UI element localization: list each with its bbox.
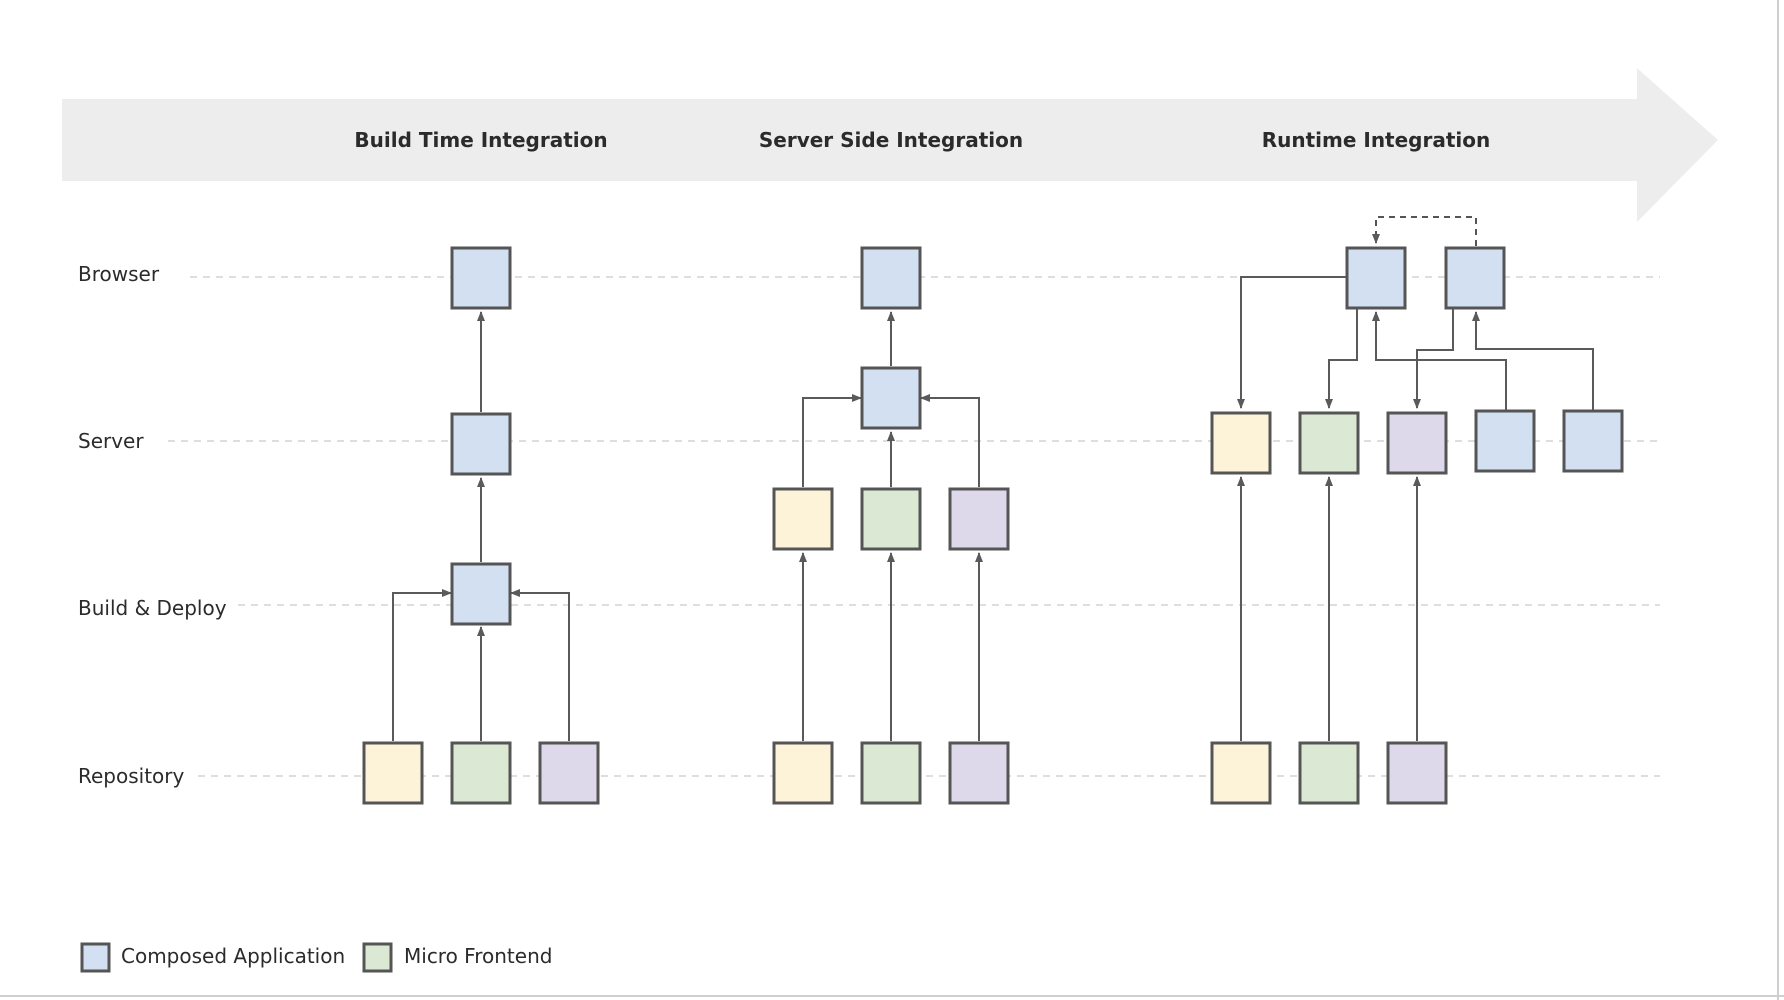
micro-frontend-box [1386, 411, 1448, 475]
composed-app-box [450, 562, 512, 626]
connector [920, 394, 980, 487]
row-label-build-deploy: Build & Deploy [78, 596, 227, 620]
connector [1237, 276, 1347, 409]
server-side-column [772, 246, 1010, 805]
composed-app-box [860, 246, 922, 310]
row-label-server: Server [78, 429, 144, 453]
legend-swatch-composed [80, 942, 111, 973]
runtime-column [1210, 216, 1624, 805]
connector [802, 394, 862, 487]
connector [1413, 308, 1454, 409]
micro-frontend-box [1210, 741, 1272, 805]
micro-frontend-box [362, 741, 424, 805]
micro-frontend-box [1298, 741, 1360, 805]
micro-frontend-box [860, 487, 922, 551]
micro-frontend-box [948, 741, 1010, 805]
micro-frontend-box [1386, 741, 1448, 805]
row-label-repository: Repository [78, 764, 185, 788]
composed-app-box [450, 412, 512, 476]
stage-title-build-time: Build Time Integration [354, 128, 607, 152]
composed-app-box [1562, 409, 1624, 473]
legend-label-composed: Composed Application [121, 944, 345, 968]
connector [1372, 311, 1507, 410]
micro-frontend-box [538, 741, 600, 805]
connector [1325, 308, 1358, 409]
micro-frontend-box [772, 741, 834, 805]
composed-app-box [1474, 409, 1536, 473]
micro-frontend-box [860, 741, 922, 805]
stage-title-server-side: Server Side Integration [759, 128, 1023, 152]
connector [392, 589, 452, 741]
composed-app-box [1444, 246, 1506, 310]
evolution-arrow [62, 68, 1718, 222]
micro-frontend-box [948, 487, 1010, 551]
dashed-connector [1372, 216, 1477, 246]
legend-swatch-micro-frontend [362, 942, 393, 973]
micro-frontend-box [1210, 411, 1272, 475]
connector [510, 589, 570, 741]
composed-app-box [450, 246, 512, 310]
composed-app-box [1345, 246, 1407, 310]
stage-title-runtime: Runtime Integration [1262, 128, 1491, 152]
legend-label-micro-frontend: Micro Frontend [404, 944, 552, 968]
legend: Composed Application Micro Frontend [80, 942, 552, 973]
build-time-column [362, 246, 600, 805]
micro-frontend-box [772, 487, 834, 551]
row-label-browser: Browser [78, 262, 160, 286]
micro-frontend-box [1298, 411, 1360, 475]
composed-app-box [860, 366, 922, 430]
connector [1472, 311, 1594, 410]
micro-frontend-box [450, 741, 512, 805]
